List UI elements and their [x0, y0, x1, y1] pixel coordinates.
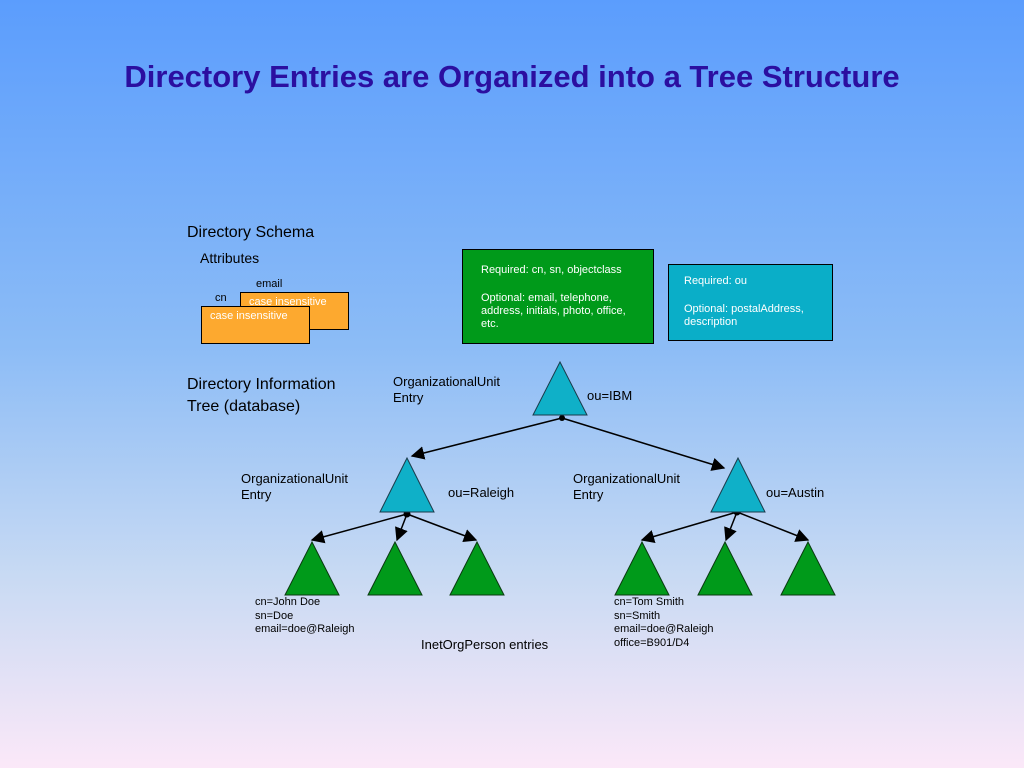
attributes-label: Attributes	[200, 250, 260, 266]
edge-raleigh-to-leaf-2	[395, 513, 408, 542]
ou-required: Required: ou	[684, 275, 747, 287]
edge-root-to-austin	[561, 417, 726, 471]
dit-heading-line2: Tree (database)	[187, 398, 301, 415]
edge-austin-to-leaf-6	[736, 511, 810, 542]
schema-heading: Directory Schema	[187, 224, 315, 241]
edge-root-to-raleigh	[410, 417, 563, 460]
person-triangle-5	[697, 540, 753, 596]
edge-raleigh-to-leaf-3	[406, 513, 478, 543]
root-name: ou=IBM	[587, 388, 633, 403]
attr-cn-box-text: case insensitive	[210, 310, 288, 322]
right-name: ou=Austin	[766, 485, 825, 500]
ou-schema-box: Required: ou Optional: postalAddress, de…	[668, 264, 833, 341]
person-schema-box: Required: cn, sn, objectclass Optional: …	[462, 249, 654, 344]
ou-austin-triangle	[710, 456, 766, 513]
person-optional: Optional: email, telephone, address, ini…	[481, 292, 626, 330]
person-required: Required: cn, sn, objectclass	[481, 264, 622, 276]
leaf-right-sn: sn=Smith	[614, 609, 661, 622]
attr-email-box-text: case insensitive	[249, 296, 327, 308]
root-type-line1: OrganizationalUnit	[393, 374, 500, 389]
person-triangle-1	[284, 540, 340, 596]
left-type-line1: OrganizationalUnit	[241, 471, 348, 486]
leaves-caption: InetOrgPerson entries	[421, 637, 549, 652]
left-name: ou=Raleigh	[448, 485, 515, 500]
person-triangle-2	[367, 540, 423, 596]
edge-raleigh-to-leaf-1	[310, 513, 408, 544]
ou-raleigh-triangle	[379, 456, 435, 513]
attr-email-label: email	[256, 278, 283, 290]
attr-cn-label: cn	[215, 292, 227, 304]
right-type-line2: Entry	[573, 487, 604, 502]
leaf-left-sn: sn=Doe	[255, 609, 294, 622]
person-triangle-3	[449, 540, 505, 596]
leaf-right-email: email=doe@Raleigh	[614, 623, 714, 635]
root-junction	[559, 415, 565, 421]
left-type-line2: Entry	[241, 487, 272, 502]
edge-austin-to-leaf-5	[724, 511, 738, 542]
attr-cn-box: case insensitive	[201, 306, 310, 344]
edge-austin-to-leaf-4	[640, 511, 738, 544]
leaf-left-cn: cn=John Doe	[255, 596, 321, 608]
right-type-line1: OrganizationalUnit	[573, 471, 680, 486]
ou-optional: Optional: postalAddress, description	[684, 303, 804, 328]
dit-heading-line1: Directory Information	[187, 376, 336, 393]
leaf-right-cn: cn=Tom Smith	[614, 596, 684, 608]
leaf-left-email: email=doe@Raleigh	[255, 623, 355, 635]
ou-ibm-triangle	[532, 360, 588, 416]
page-title: Directory Entries are Organized into a T…	[124, 59, 900, 94]
leaf-right-office: office=B901/D4	[614, 636, 690, 649]
person-triangle-6	[780, 540, 836, 596]
person-triangle-4	[614, 540, 670, 596]
root-type-line2: Entry	[393, 390, 424, 405]
